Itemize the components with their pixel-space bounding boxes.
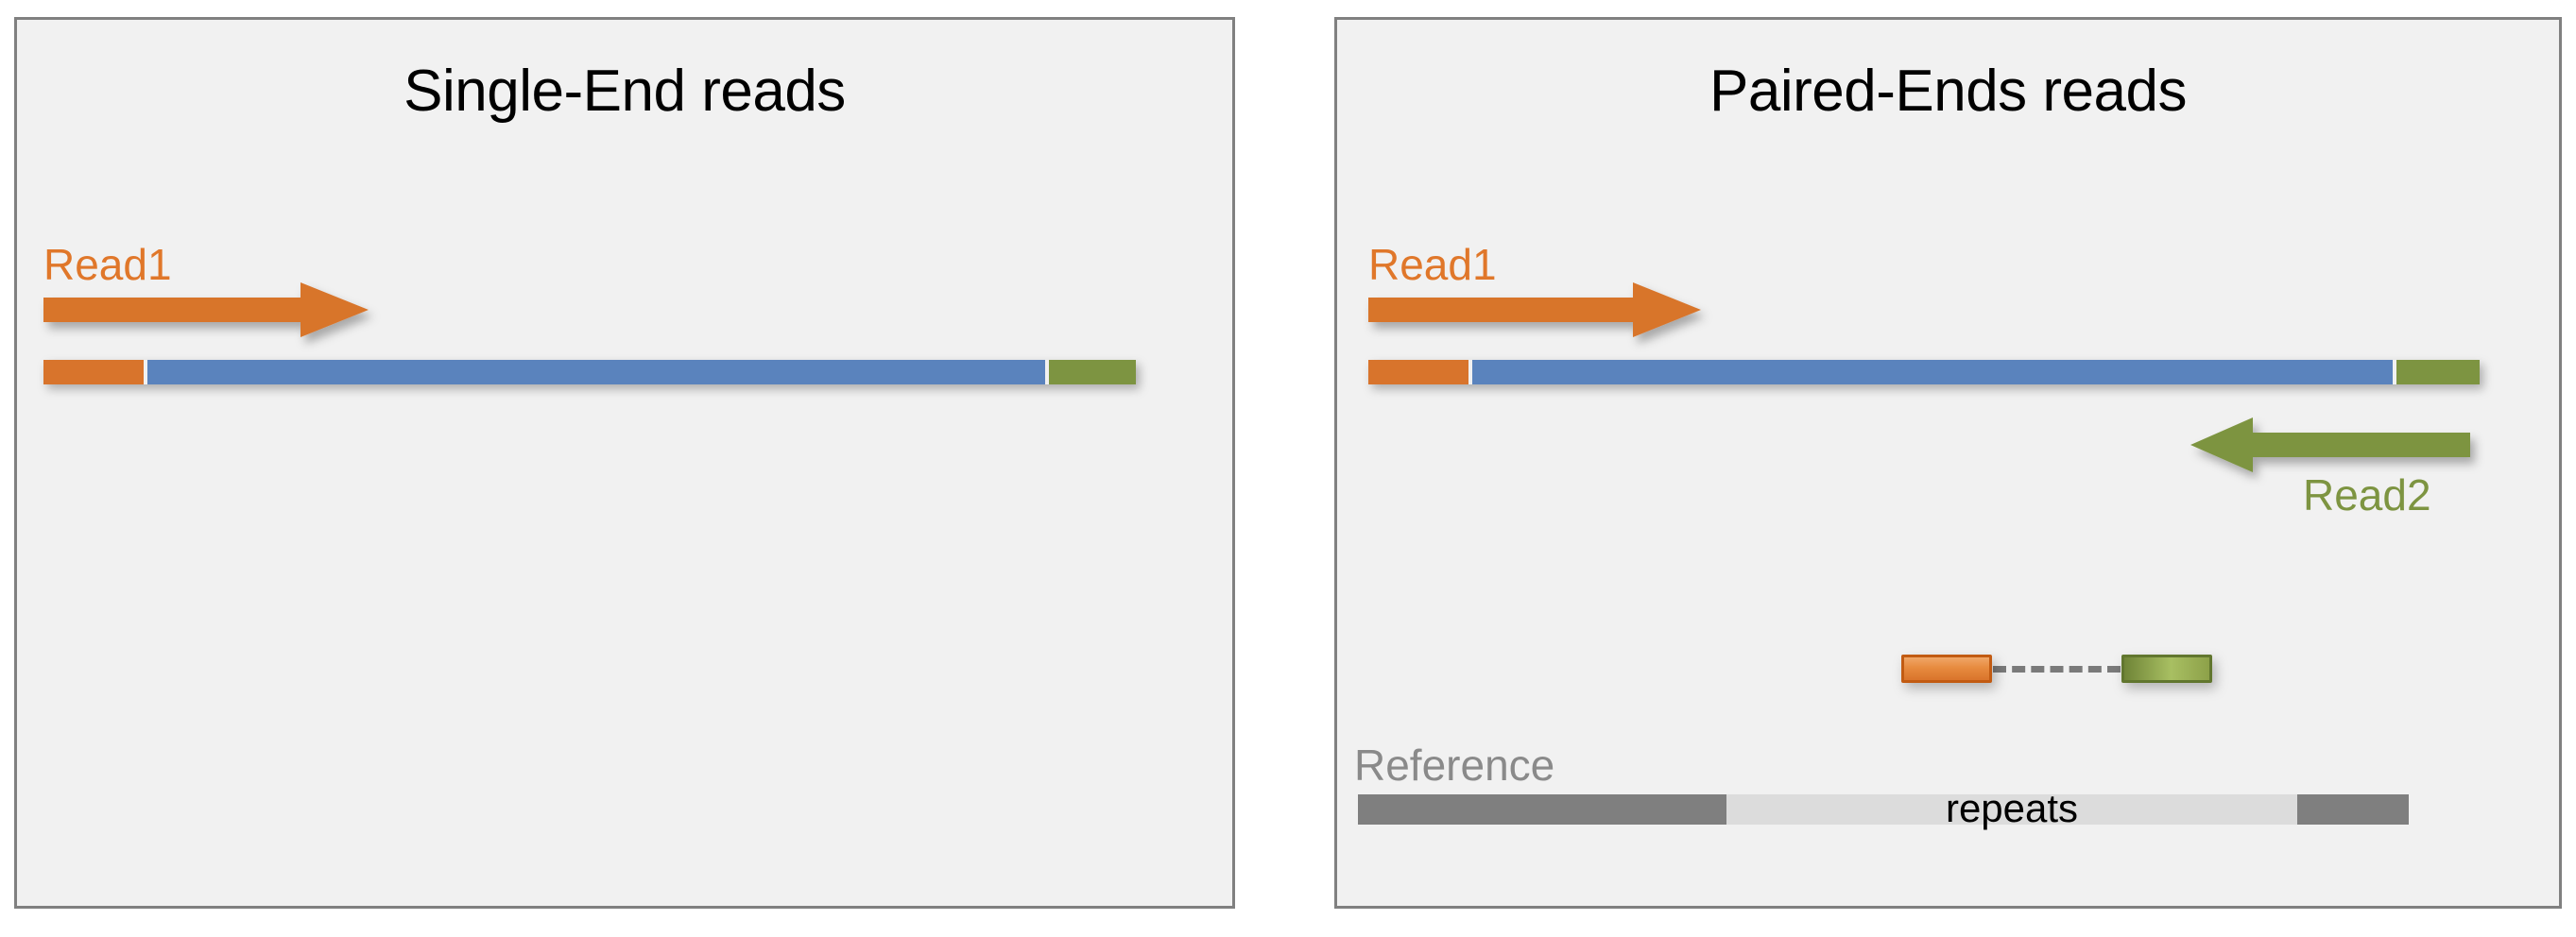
read1-label-paired-ends: Read1 bbox=[1368, 240, 1497, 289]
reference-segment-repeats: repeats bbox=[1726, 786, 2297, 830]
repeats-label: repeats bbox=[1945, 786, 2079, 830]
read2-label-paired-ends: Read2 bbox=[2303, 470, 2431, 520]
page-title-paired-ends: Paired-Ends reads bbox=[1709, 59, 2188, 124]
read2-mate-box bbox=[2121, 655, 2212, 683]
fragment-segment-insert bbox=[147, 360, 1045, 384]
panel-single-end: Single-End reads Read1 bbox=[14, 17, 1235, 909]
fragment-segment-divider bbox=[1468, 360, 1472, 384]
fragment-segment-divider bbox=[1045, 360, 1049, 384]
read1-arrow-icon-paired-ends bbox=[1368, 282, 1701, 337]
read2-arrow-icon-paired-ends bbox=[2190, 417, 2470, 472]
read1-arrow-icon-single-end bbox=[43, 282, 369, 337]
page-title-single-end: Single-End reads bbox=[404, 59, 846, 124]
read1-label-single-end: Read1 bbox=[43, 240, 172, 289]
fragment-segment-read2region bbox=[1049, 360, 1136, 384]
fragment-segment-read1 bbox=[43, 360, 144, 384]
reference-label: Reference bbox=[1354, 741, 1555, 790]
fragment-segment-read2 bbox=[2396, 360, 2480, 384]
mate-pair-connector bbox=[1993, 665, 2121, 673]
reference-segment-unique-left bbox=[1358, 794, 1726, 825]
fragment-segment-divider bbox=[144, 360, 147, 384]
fragment-bar-single-end bbox=[43, 360, 1136, 384]
fragment-segment-read1 bbox=[1368, 360, 1468, 384]
panel-paired-ends: Paired-Ends reads Read1 bbox=[1334, 17, 2562, 909]
read1-mate-box bbox=[1901, 655, 1992, 683]
reference-track: repeats bbox=[1358, 786, 2409, 830]
mate-pair-group bbox=[1901, 655, 2212, 683]
fragment-bar-paired-ends bbox=[1368, 360, 2480, 384]
reference-segment-unique-right bbox=[2297, 794, 2409, 825]
fragment-segment-insert bbox=[1472, 360, 2393, 384]
fragment-segment-divider bbox=[2393, 360, 2396, 384]
